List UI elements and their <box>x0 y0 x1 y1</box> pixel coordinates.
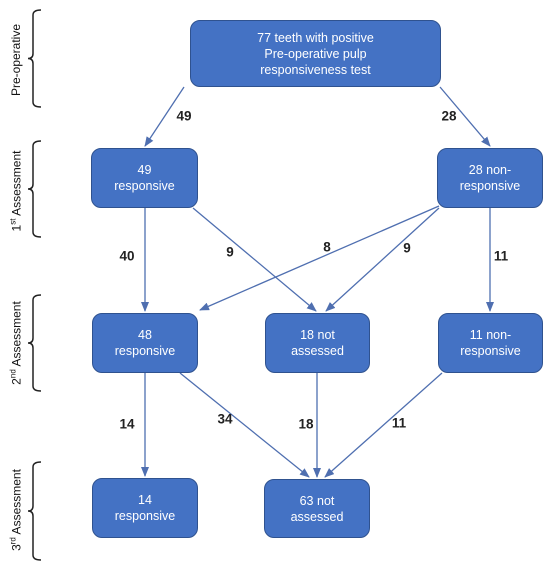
count-a2_responsive-to-a3_not_assessed: 34 <box>217 411 233 427</box>
bracket-second <box>27 294 42 392</box>
arrow-root-to-a1_non_responsive <box>439 86 491 147</box>
bracket-third <box>27 461 42 561</box>
stage-label-first-assessment: 1st Assessment <box>8 150 24 232</box>
stage-label-third-assessment: 3rd Assessment <box>8 469 24 551</box>
stage-label-second-assessment: 2nd Assessment <box>8 301 24 385</box>
node-second-not-assessed: 18 not assessed <box>265 313 370 373</box>
count-a2_responsive-to-a3_responsive: 14 <box>119 416 135 432</box>
count-a1_non_responsive-to-a2_not_assessed: 9 <box>403 240 411 256</box>
node-root-pre-operative: 77 teeth with positive Pre-operative pul… <box>190 20 441 87</box>
node-second-non-responsive: 11 non- responsive <box>438 313 543 373</box>
node-first-non-responsive: 28 non- responsive <box>437 148 543 208</box>
stage-label-pre-operative: Pre-operative <box>9 23 23 97</box>
node-second-responsive: 48 responsive <box>92 313 198 373</box>
count-root-to-a1_responsive: 49 <box>176 108 192 124</box>
arrow-a1_non_responsive-to-a2_responsive <box>199 205 440 311</box>
bracket-pre <box>27 9 42 108</box>
count-a2_not_assessed-to-a3_not_assessed: 18 <box>298 416 314 432</box>
count-a1_responsive-to-a2_not_assessed: 9 <box>226 244 234 260</box>
count-a1_non_responsive-to-a2_non_responsive: 11 <box>493 248 509 264</box>
arrow-a1_non_responsive-to-a2_not_assessed <box>325 207 440 312</box>
count-a2_non_responsive-to-a3_not_assessed: 11 <box>391 415 407 431</box>
stage-brackets <box>27 9 42 561</box>
arrow-root-to-a1_responsive <box>144 86 185 147</box>
flow-arrows <box>141 86 494 478</box>
bracket-first <box>27 140 42 238</box>
count-root-to-a1_non_responsive: 28 <box>441 108 457 124</box>
arrow-a2_non_responsive-to-a3_not_assessed <box>324 372 443 478</box>
count-a1_responsive-to-a2_responsive: 40 <box>119 248 135 264</box>
count-a1_non_responsive-to-a2_responsive: 8 <box>323 239 331 255</box>
node-first-responsive: 49 responsive <box>91 148 198 208</box>
arrow-a2_responsive-to-a3_not_assessed <box>179 372 310 478</box>
node-third-responsive: 14 responsive <box>92 478 198 538</box>
arrow-a1_responsive-to-a2_not_assessed <box>192 207 317 312</box>
node-third-not-assessed: 63 not assessed <box>264 479 370 538</box>
